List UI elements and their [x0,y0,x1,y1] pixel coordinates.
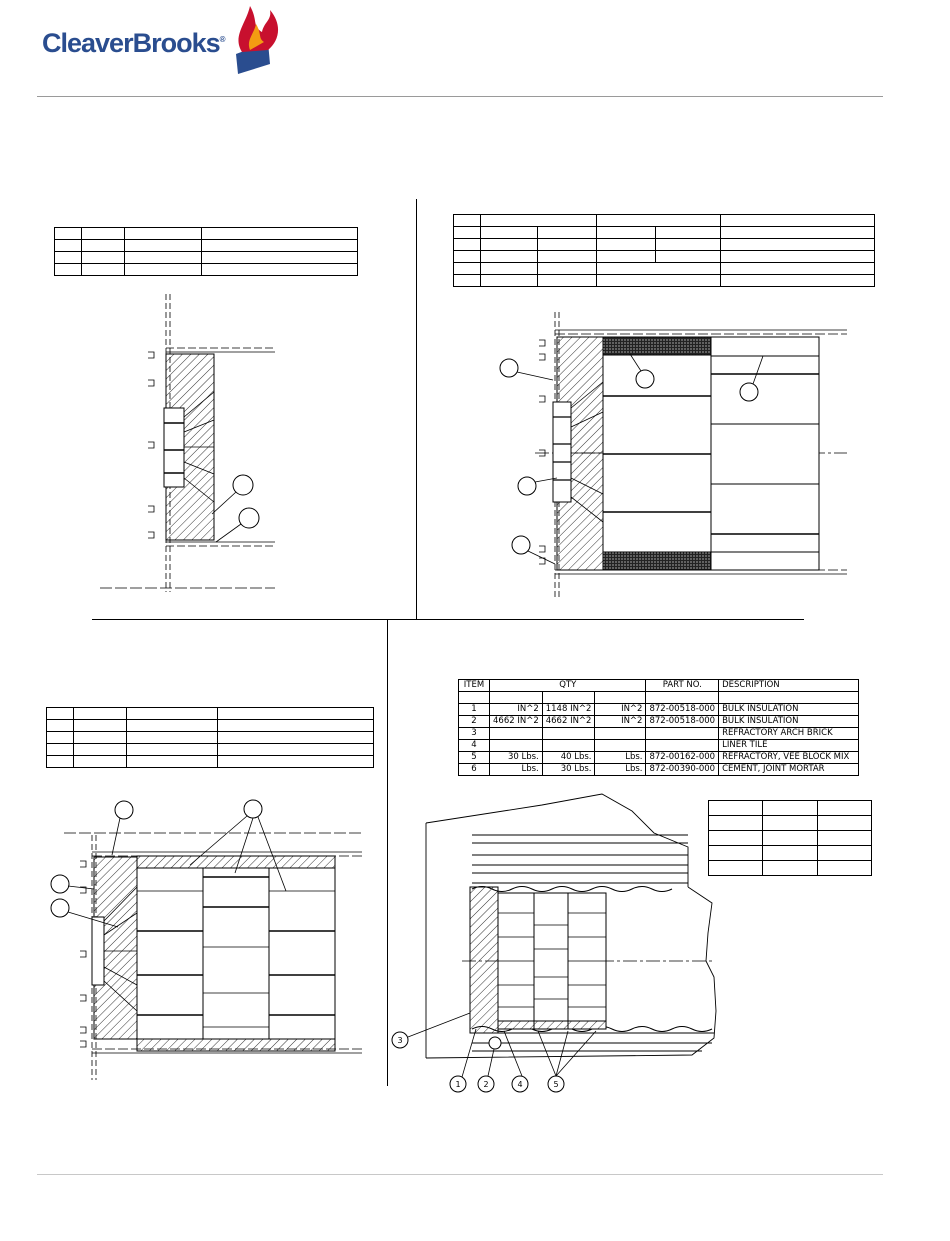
section-drawing-top-left [100,294,275,592]
table-row: 3 REFRACTORY ARCH BRICK [458,727,859,740]
flame-logo-icon [236,6,279,74]
header-qty: QTY [488,679,647,692]
table-top-right [453,214,875,287]
section-drawing-top-right [499,312,847,597]
callout-label: 4 [517,1080,522,1089]
table-bottom-right-small [707,800,873,876]
table-bottom-left [46,707,374,768]
table-row: 1 IN^2 1148 IN^2 IN^2 872-00518-000 BULK… [458,703,859,716]
callout-label: 3 [397,1036,402,1045]
header-item: ITEM [458,679,490,692]
callout-label: 1 [455,1080,460,1089]
header-description: DESCRIPTION [718,679,859,692]
callout-label: 2 [483,1080,488,1089]
section-divider-horizontal [92,619,804,620]
brand-logo: CleaverBrooks® [42,28,226,59]
table-row: 6 Lbs. 30 Lbs. Lbs. 872-00390-000 CEMENT… [458,763,859,776]
header-rule [37,96,883,97]
callout-label: 5 [553,1080,558,1089]
table-top-left [54,227,358,276]
header-part-no: PART NO. [645,679,720,692]
brand-name: CleaverBrooks [42,28,221,58]
registered-mark: ® [219,35,226,44]
section-divider-vertical-top [416,199,417,620]
section-drawing-bottom-left [50,799,362,1080]
parts-table-header: ITEM QTY PART NO. DESCRIPTION [458,679,859,692]
table-row: 2 4662 IN^2 4662 IN^2 IN^2 872-00518-000… [458,715,859,728]
table-row: 4 LINER TILE [458,739,859,752]
parts-table: ITEM QTY PART NO. DESCRIPTION 1 IN^2 114… [458,679,859,776]
section-drawing-bottom-right-cutaway: 1 2 4 5 3 [391,793,717,1093]
section-divider-vertical-bottom [387,620,388,1086]
table-row: 5 30 Lbs. 40 Lbs. Lbs. 872-00162-000 REF… [458,751,859,764]
footer-rule [37,1174,883,1175]
parts-table-subheader [458,691,859,704]
